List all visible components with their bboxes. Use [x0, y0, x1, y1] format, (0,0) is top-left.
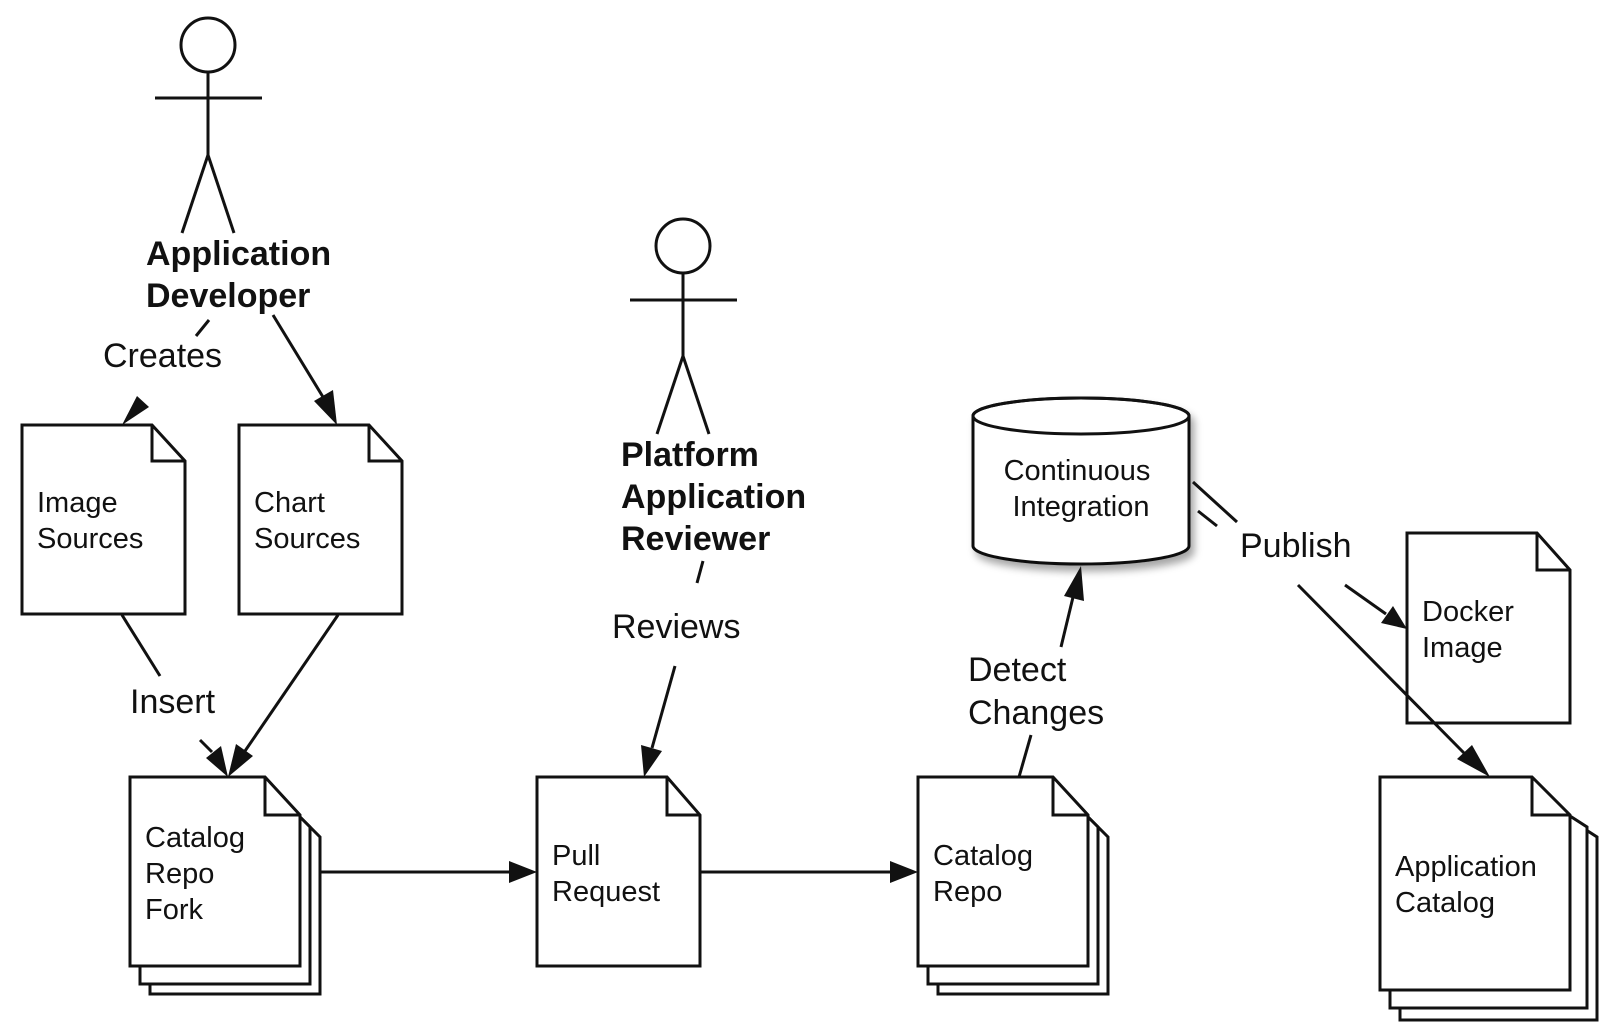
pull-request-to-catalog-repo-edge — [700, 861, 918, 883]
pull-request-document: Pull Request — [535, 775, 702, 968]
developer-to-chart-sources-edge — [271, 314, 337, 425]
reviews-edge: Reviews — [612, 560, 740, 777]
creates-label: Creates — [103, 337, 222, 375]
detect-changes-label: Detect Changes — [968, 651, 1104, 732]
docker-image-label: Docker Image — [1422, 596, 1522, 664]
developer-head-icon — [179, 16, 237, 74]
chart-sources-to-fork-edge — [228, 614, 340, 777]
image-sources-document: Image Sources — [20, 423, 187, 616]
platform-application-reviewer-actor: Platform Application Reviewer — [621, 217, 816, 558]
publish-label: Publish — [1240, 527, 1352, 565]
insert-edge: Insert — [120, 614, 228, 777]
developer-name: Application Developer — [146, 235, 341, 315]
creates-edge: Creates — [103, 319, 222, 425]
docker-image-document: Docker Image — [1405, 531, 1572, 725]
reviewer-head-icon — [654, 217, 712, 275]
continuous-integration-database: Continuous Integration — [971, 396, 1191, 566]
application-catalog-label: Application Catalog — [1395, 851, 1545, 919]
catalog-repo-fork-label: Catalog Repo Fork — [145, 822, 253, 926]
pull-request-label: Pull Request — [552, 840, 660, 908]
detect-changes-edge: Detect Changes — [968, 566, 1104, 778]
chart-sources-document: Chart Sources — [237, 423, 404, 616]
reviewer-name: Platform Application Reviewer — [621, 436, 816, 558]
image-sources-label: Image Sources — [37, 487, 143, 555]
application-developer-actor: Application Developer — [146, 16, 341, 315]
continuous-integration-label: Continuous Integration — [1004, 455, 1159, 523]
catalog-repo-fork-document-stack: Catalog Repo Fork — [128, 775, 322, 996]
catalog-repo-label: Catalog Repo — [933, 840, 1041, 908]
application-catalog-document-stack: Application Catalog — [1378, 775, 1599, 1022]
catalog-repo-document-stack: Catalog Repo — [916, 775, 1110, 996]
chart-sources-label: Chart Sources — [254, 487, 360, 555]
fork-to-pull-request-edge — [320, 861, 537, 883]
reviews-label: Reviews — [612, 608, 740, 646]
insert-label: Insert — [130, 683, 216, 721]
publish-edge: Publish — [1191, 480, 1490, 777]
